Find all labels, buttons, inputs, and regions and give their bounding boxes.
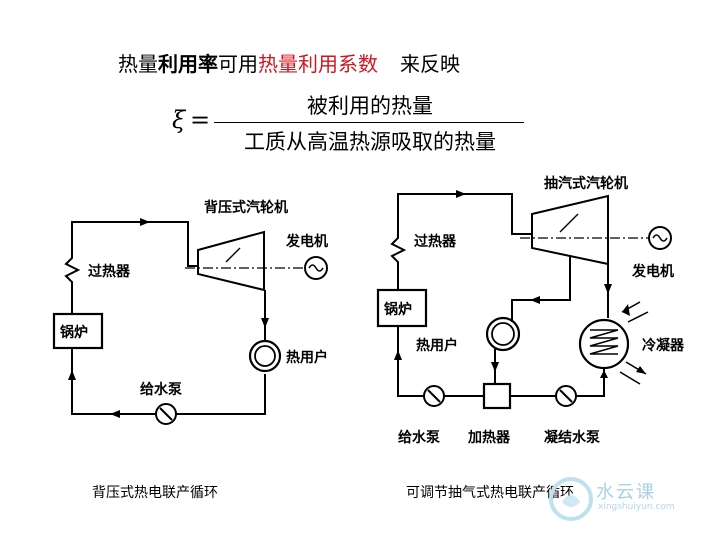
extraction-turbine: [531, 194, 609, 266]
right-turbine-label: 抽汽式汽轮机: [544, 175, 628, 192]
heat-user: [248, 339, 282, 373]
formula-denominator: 工质从高温热源吸取的热量: [244, 130, 496, 154]
fraction-bar: [214, 122, 524, 123]
right-heat-user-inner: [491, 322, 515, 346]
right-generator-sine-icon: [652, 234, 668, 242]
right-boiler-label: 锅炉: [384, 301, 412, 318]
headline: 热量利用率可用热量利用系数来反映: [118, 48, 460, 77]
left-steam-line: [64, 221, 198, 310]
heater: [482, 382, 512, 410]
left-turbine-blade-mark: [225, 247, 241, 263]
condenser-coolant-in-2: [627, 311, 649, 323]
watermark: 水云课 xingshuiyun.com: [548, 474, 716, 524]
right-arrow-top: [456, 190, 466, 198]
left-arrow-exhaust: [261, 318, 269, 328]
left-return-line: [71, 348, 156, 415]
left-boiler-label: 锅炉: [60, 324, 88, 341]
right-cycle-diagram: [376, 193, 672, 410]
heat-user-inner: [254, 345, 276, 367]
right-boiler: [376, 288, 428, 328]
left-pump-impeller: [159, 407, 173, 421]
left-flow-arrows: [68, 218, 269, 418]
right-generator-label: 发电机: [631, 263, 674, 280]
left-heat-user-label: 热用户: [286, 349, 328, 366]
right-generator: [648, 226, 672, 250]
left-arrow-pump: [110, 410, 120, 418]
condensate-to-condenser: [576, 384, 605, 397]
headline-keyword-utilization: 利用率: [158, 52, 218, 76]
left-pump-to-user: [176, 374, 266, 415]
left-feed-pump-label: 给水泵: [140, 381, 182, 398]
left-cycle-diagram: [52, 221, 328, 425]
formula: ξ = 被利用的热量 工质从高温热源吸取的热量: [168, 90, 528, 160]
coolant-arrow-out: [636, 366, 646, 374]
right-arrow-extraction: [530, 296, 540, 304]
right-feed-pump-label: 给水泵: [398, 429, 440, 446]
right-diagram-caption: 可调节抽气式热电联产循环: [406, 485, 574, 501]
extraction-line: [511, 255, 571, 322]
headline-keyword-coefficient: 热量利用系数: [258, 52, 378, 76]
right-arrow-user-down: [491, 362, 499, 372]
back-pressure-turbine: [197, 230, 265, 292]
watermark-text: 水云课: [596, 482, 656, 503]
left-generator: [304, 256, 328, 280]
watermark-logo-icon: [549, 477, 593, 521]
left-generator-sine-icon: [308, 264, 324, 272]
right-heater-label: 加热器: [467, 429, 511, 446]
formula-equals: =: [190, 106, 211, 134]
right-turbine-blade-mark: [559, 213, 579, 233]
formula-symbol: ξ: [172, 106, 186, 134]
headline-part-5: 来反映: [400, 52, 460, 76]
right-superheater-label: 过热器: [414, 233, 457, 250]
boiler: [52, 312, 104, 350]
left-superheater-label: 过热器: [88, 263, 131, 280]
right-condensate-pump-label: 凝结水泵: [544, 429, 600, 446]
left-turbine-label: 背压式汽轮机: [204, 199, 288, 216]
right-arrow-feed: [394, 350, 402, 360]
coolant-arrow-in: [622, 304, 630, 316]
right-steam-line: [390, 193, 532, 290]
right-condenser-label: 冷凝器: [642, 337, 685, 354]
formula-numerator: 被利用的热量: [307, 94, 433, 118]
right-arrow-exhaust: [604, 284, 612, 294]
watermark-url: xingshuiyun.com: [598, 502, 675, 512]
condensate-pump-impeller: [559, 389, 573, 403]
condenser-coolant-out-2: [619, 371, 641, 385]
right-return-line: [397, 326, 424, 397]
condenser: [578, 318, 630, 370]
right-flow-arrows: [394, 190, 646, 378]
headline-part-3: 可用: [218, 52, 258, 76]
left-diagram-caption: 背压式热电联产循环: [92, 485, 218, 501]
right-feed-pump-impeller: [427, 389, 441, 403]
headline-part-1: 热量: [118, 52, 158, 76]
left-generator-label: 发电机: [285, 233, 328, 250]
left-arrow-top: [140, 218, 150, 226]
right-heat-user: [485, 316, 521, 352]
right-heat-user-label: 热用户: [416, 337, 458, 354]
left-arrow-feed: [68, 370, 76, 380]
condenser-coil: [589, 329, 619, 355]
right-arrow-condensate-up: [600, 370, 608, 378]
